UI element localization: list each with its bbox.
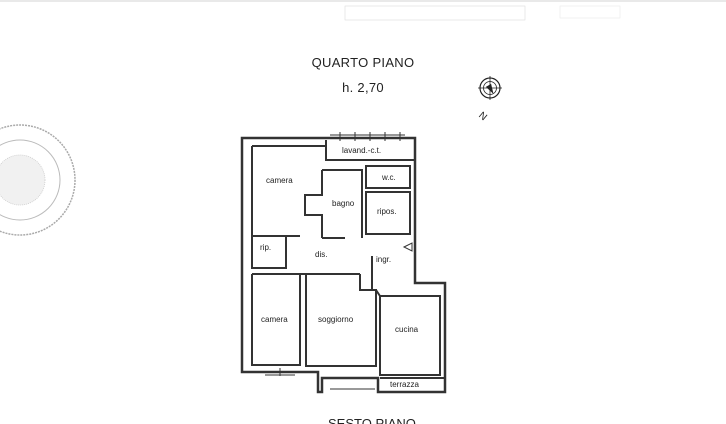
- room-label-camera-bottom: camera: [261, 315, 288, 324]
- interior-walls: [251, 140, 445, 379]
- room-label-camera-top: camera: [266, 176, 293, 185]
- faded-stamp-top: [0, 0, 726, 21]
- room-label-ripos: ripos.: [377, 207, 397, 216]
- floor-title: QUARTO PIANO: [311, 55, 415, 70]
- official-stamp: [0, 124, 76, 236]
- ceiling-height: h. 2,70: [342, 80, 384, 95]
- north-label: N: [476, 110, 489, 123]
- room-label-ingr: ingr.: [376, 255, 391, 264]
- room-label-wc: w.c.: [381, 173, 396, 182]
- room-label-terrazza: terrazza: [390, 380, 419, 389]
- room-label-soggiorno: soggiorno: [318, 315, 354, 324]
- room-label-bagno: bagno: [332, 199, 355, 208]
- room-label-dis: dis.: [315, 250, 327, 259]
- room-label-rip: rip.: [260, 243, 271, 252]
- entrance-arrow-icon: [402, 242, 413, 252]
- outer-walls: [240, 136, 447, 394]
- room-label-cucina: cucina: [395, 325, 419, 334]
- north-arrow-icon: [478, 76, 502, 100]
- room-label-lavand: lavand.-c.t.: [342, 146, 381, 155]
- windows: [265, 132, 405, 390]
- next-floor-title: SESTO PIANO: [328, 416, 416, 424]
